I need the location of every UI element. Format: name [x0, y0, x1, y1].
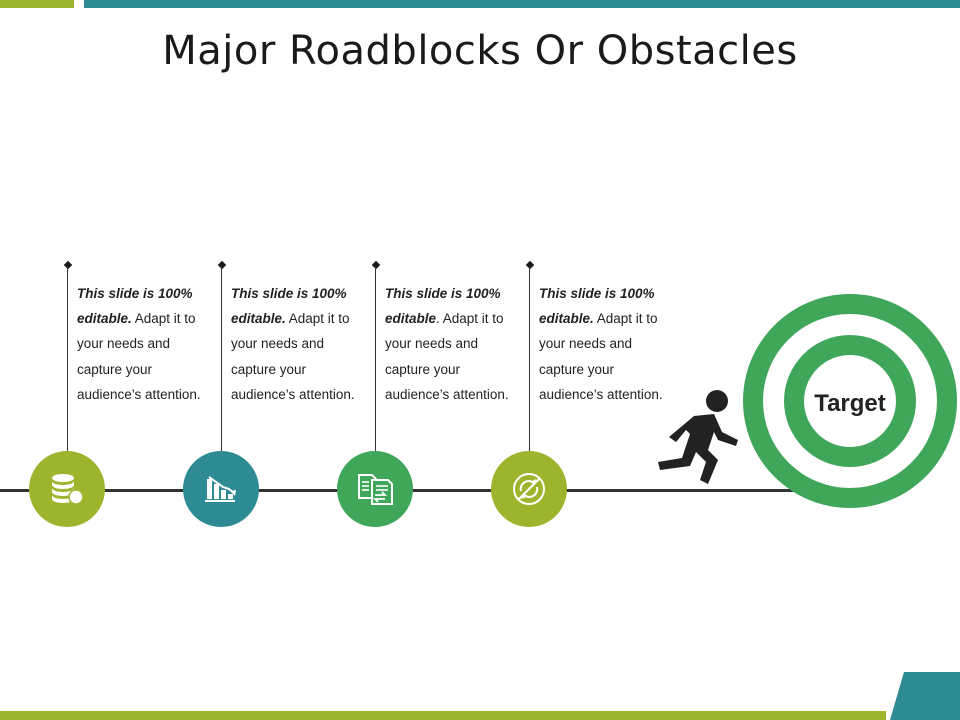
step-1-circle	[29, 451, 105, 527]
step-2-marker	[217, 260, 227, 270]
document-exchange-icon	[358, 474, 393, 505]
slide-title: Major Roadblocks Or Obstacles	[162, 28, 798, 74]
step-2-bold: This slide is 100% editable.	[231, 286, 347, 327]
step-2-rest: Adapt it to your needs and capture your …	[231, 311, 355, 402]
step-4-connector	[529, 266, 530, 452]
step-4-text: This slide is 100% editable. Adapt it to…	[539, 281, 679, 407]
step-1-marker	[63, 260, 73, 270]
step-1-bold: This slide is 100% editable.	[77, 286, 193, 327]
step-3-connector	[375, 266, 376, 452]
step-4-circle	[491, 451, 567, 527]
top-bar-green	[0, 0, 74, 8]
step-1-rest: Adapt it to your needs and capture your …	[77, 311, 201, 402]
step-3-circle	[337, 451, 413, 527]
step-1-connector	[67, 266, 68, 452]
step-4-bold: This slide is 100% editable.	[539, 286, 655, 327]
database-icon	[52, 474, 84, 505]
bottom-tab-teal	[890, 672, 960, 720]
top-bar-teal	[84, 0, 960, 8]
refresh-cycle-icon	[513, 473, 545, 505]
step-3-rest: . Adapt it to your needs and capture you…	[385, 311, 509, 402]
step-2-text: This slide is 100% editable. Adapt it to…	[231, 281, 371, 407]
bar-chart-down-icon	[205, 476, 236, 502]
target-rings: Target	[743, 294, 957, 508]
step-4-rest: Adapt it to your needs and capture your …	[539, 311, 663, 402]
step-4-marker	[525, 260, 535, 270]
bottom-bar-green	[0, 711, 886, 720]
step-1-text: This slide is 100% editable. Adapt it to…	[77, 281, 217, 407]
step-3-bold: This slide is 100% editable	[385, 286, 501, 327]
step-2-circle	[183, 451, 259, 527]
step-2-connector	[221, 266, 222, 452]
step-3-text: This slide is 100% editable. Adapt it to…	[385, 281, 525, 407]
runner-icon	[658, 390, 738, 484]
target-label: Target	[814, 390, 886, 417]
step-3-marker	[371, 260, 381, 270]
